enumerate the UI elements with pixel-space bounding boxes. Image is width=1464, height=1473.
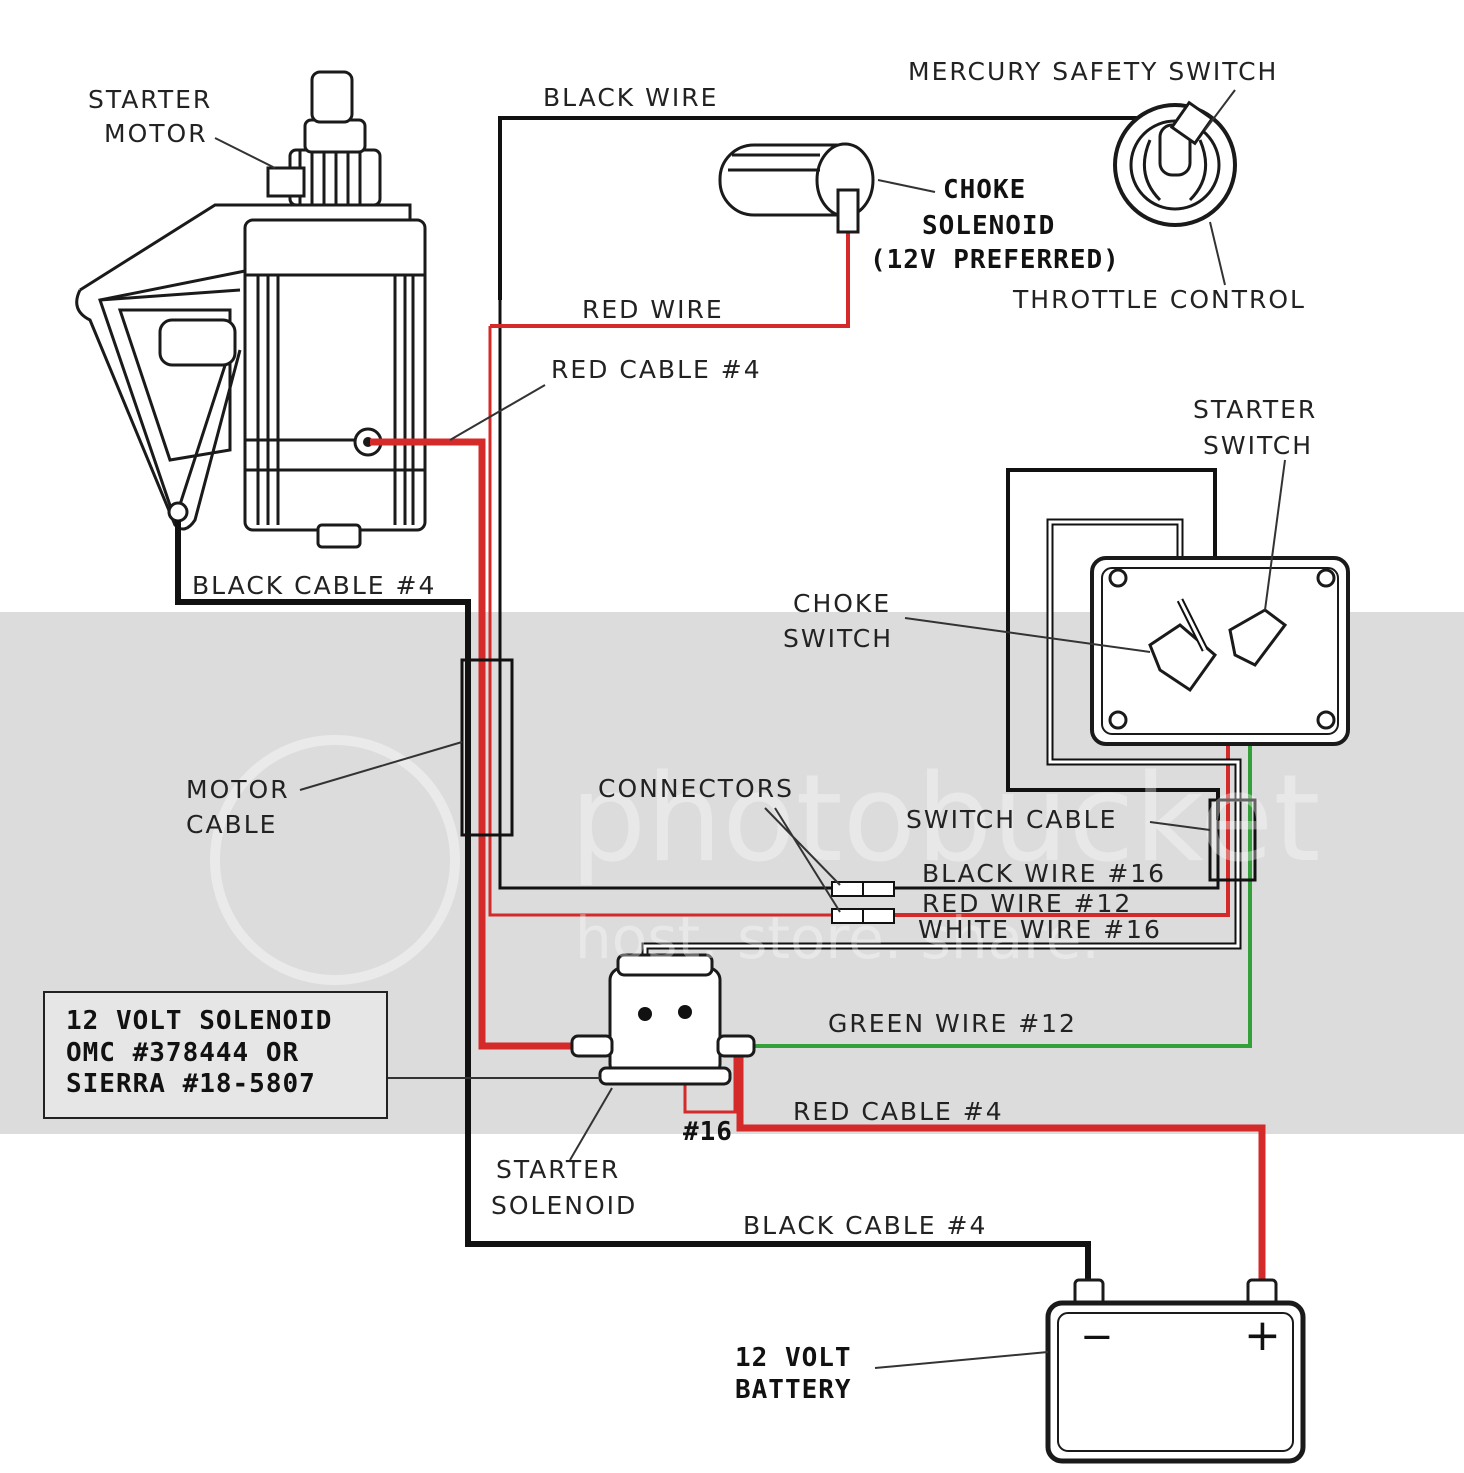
red-cable-battery xyxy=(736,1046,1266,1282)
label-choke-switch-1: CHOKE xyxy=(793,589,891,618)
label-solenoid-box-1: 12 VOLT SOLENOID xyxy=(66,1006,332,1036)
label-starter-solenoid-2: SOLENOID xyxy=(491,1191,637,1220)
label-motor-cable-2: CABLE xyxy=(186,810,277,839)
label-choke-solenoid-1: CHOKE xyxy=(943,175,1026,205)
label-red-wire-12: RED WIRE #12 xyxy=(922,889,1132,918)
watermark-subtext: host. store. share. xyxy=(575,904,1100,972)
label-mercury-safety-switch: MERCURY SAFETY SWITCH xyxy=(908,57,1278,86)
label-starter-solenoid-1: STARTER xyxy=(496,1155,620,1184)
red-wire-12 xyxy=(488,326,835,917)
label-red-wire-top: RED WIRE xyxy=(582,295,724,324)
switch-panel xyxy=(1090,556,1350,746)
watermark-camera xyxy=(210,735,460,985)
battery-plus-sign: + xyxy=(1244,1310,1281,1361)
label-starter-switch-2: SWITCH xyxy=(1203,431,1313,460)
label-starter-switch-1: STARTER xyxy=(1193,395,1317,424)
red-cable-motor xyxy=(370,438,580,1050)
watermark-text: photobucket xyxy=(570,750,1320,889)
motor-cable-sheath xyxy=(460,658,514,837)
label-green-wire-12: GREEN WIRE #12 xyxy=(828,1009,1077,1038)
label-red-cable-motor: RED CABLE #4 xyxy=(551,355,762,384)
label-black-wire-top: BLACK WIRE xyxy=(543,83,718,112)
mercury-safety-switch xyxy=(1113,100,1237,227)
red-wire-top xyxy=(490,225,850,328)
black-wire-16 xyxy=(498,300,835,890)
label-battery-2: BATTERY xyxy=(735,1375,852,1405)
black-wire-top xyxy=(498,116,1175,300)
label-starter-motor-2: MOTOR xyxy=(104,119,208,148)
label-num-16: #16 xyxy=(683,1117,733,1147)
label-switch-cable: SWITCH CABLE xyxy=(906,805,1117,834)
battery-minus-sign: − xyxy=(1080,1314,1114,1360)
label-black-wire-16: BLACK WIRE #16 xyxy=(922,859,1166,888)
label-black-cable-battery: BLACK CABLE #4 xyxy=(743,1211,987,1240)
solenoid-spec-box xyxy=(43,991,388,1119)
label-starter-motor-1: STARTER xyxy=(88,85,212,114)
label-white-wire-16: WHITE WIRE #16 xyxy=(918,915,1162,944)
label-throttle-control: THROTTLE CONTROL xyxy=(1012,285,1306,314)
label-choke-solenoid-2: SOLENOID xyxy=(922,211,1055,241)
label-black-cable-motor: BLACK CABLE #4 xyxy=(192,571,436,600)
label-choke-solenoid-3: (12V PREFERRED) xyxy=(870,245,1120,275)
label-red-cable-battery: RED CABLE #4 xyxy=(793,1097,1004,1126)
starter-solenoid xyxy=(570,953,756,1086)
label-battery-1: 12 VOLT xyxy=(735,1343,852,1373)
label-choke-switch-2: SWITCH xyxy=(783,624,893,653)
connectors xyxy=(831,881,895,924)
label-solenoid-box-2: OMC #378444 OR xyxy=(66,1038,299,1068)
switch-cable-sheath xyxy=(1208,798,1257,882)
black-cable-motor xyxy=(175,520,1091,1280)
label-connectors: CONNECTORS xyxy=(598,774,794,803)
choke-solenoid xyxy=(718,142,875,234)
label-motor-cable-1: MOTOR xyxy=(186,775,290,804)
battery xyxy=(1045,1278,1306,1464)
starter-motor xyxy=(75,70,427,549)
label-solenoid-box-3: SIERRA #18-5807 xyxy=(66,1069,316,1099)
